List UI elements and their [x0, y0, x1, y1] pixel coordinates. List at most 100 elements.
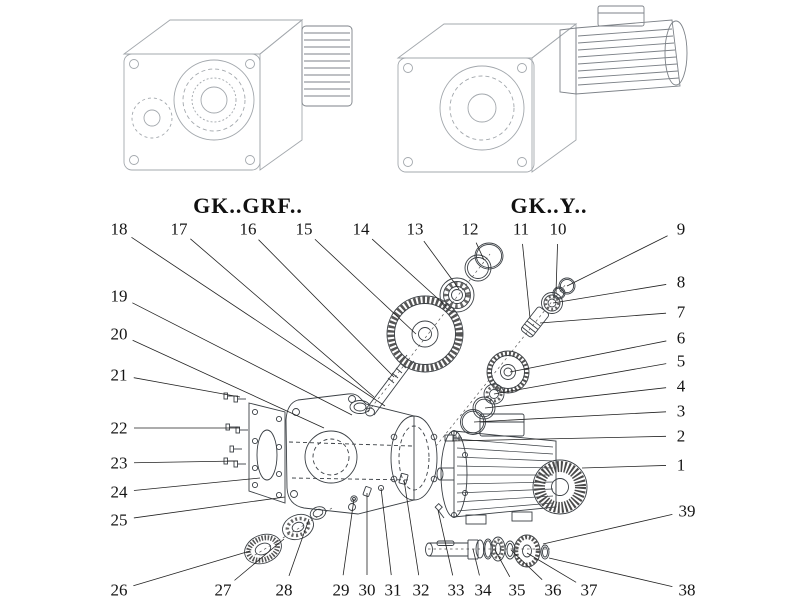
- vent-bolt: [444, 434, 462, 442]
- leader-line-36: [510, 549, 543, 580]
- housing-side-face: [531, 23, 577, 173]
- motor-drawing: [559, 5, 688, 95]
- part-callout-37: 37: [580, 580, 598, 600]
- small-fasteners: [350, 472, 445, 519]
- leader-line-11: [522, 243, 531, 319]
- part-callout-9: 9: [676, 219, 686, 239]
- part-callout-31: 31: [384, 580, 402, 600]
- part-callout-13: 13: [406, 219, 424, 239]
- leader-line-32: [403, 479, 420, 576]
- leader-line-23: [133, 460, 239, 464]
- front-bore-circles: [439, 65, 525, 151]
- part-callout-39: 39: [678, 501, 696, 521]
- part-callout-1: 1: [676, 455, 686, 475]
- part-callout-16: 16: [239, 219, 257, 239]
- flange-screws: [223, 392, 248, 468]
- housing-side-face: [259, 19, 303, 171]
- part-callout-5: 5: [676, 351, 686, 371]
- leader-line-9: [566, 235, 668, 287]
- gearbox-drawing-gk-y: [396, 5, 688, 173]
- motor-fins: [456, 438, 554, 512]
- large-gear: [386, 295, 464, 373]
- leader-line-18: [131, 236, 386, 407]
- part-callout-23: 23: [110, 453, 128, 473]
- part-callout-34: 34: [474, 580, 492, 600]
- part-callout-21: 21: [110, 365, 128, 385]
- gearbox-drawing-gk-grf: [122, 19, 353, 171]
- output-gear: [513, 534, 541, 568]
- leader-line-5: [493, 363, 667, 395]
- part-callout-20: 20: [110, 324, 128, 344]
- housing-top-face: [396, 23, 578, 59]
- oil-seal: [244, 533, 282, 565]
- leader-line-1: [581, 465, 667, 469]
- output-flange-face: [390, 415, 438, 501]
- output-spacer: [504, 540, 516, 560]
- electric-motor: [436, 413, 588, 525]
- part-callout-17: 17: [170, 219, 188, 239]
- leader-line-24: [133, 477, 261, 491]
- part-callout-36: 36: [544, 580, 562, 600]
- part-callout-33: 33: [447, 580, 465, 600]
- part-callout-15: 15: [295, 219, 313, 239]
- input-bearing: [541, 292, 563, 314]
- mounting-flange-plate: [248, 402, 286, 504]
- leader-line-3: [473, 411, 667, 423]
- leader-line-34: [472, 548, 480, 576]
- part-callout-24: 24: [110, 482, 128, 502]
- leader-line-17: [190, 238, 375, 398]
- gear-housing: [285, 393, 438, 515]
- front-bore-circles: [131, 59, 255, 141]
- leader-line-8: [552, 284, 667, 304]
- part-callout-25: 25: [110, 510, 128, 530]
- leader-line-14: [371, 238, 447, 307]
- part-callout-28: 28: [275, 580, 293, 600]
- part-callout-35: 35: [508, 580, 526, 600]
- part-callout-18: 18: [110, 219, 128, 239]
- exploded-view: [223, 242, 588, 568]
- part-callout-7: 7: [676, 302, 686, 322]
- part-callout-29: 29: [332, 580, 350, 600]
- terminal-box: [597, 5, 645, 27]
- leader-line-2: [451, 435, 667, 442]
- part-callout-10: 10: [549, 219, 567, 239]
- gear-shaft: [365, 354, 415, 417]
- flange-bolt: [434, 502, 445, 519]
- motor-fan-cover: [532, 459, 588, 515]
- motor-terminal-box: [479, 413, 525, 437]
- assembly-axis-lines: [249, 253, 567, 559]
- leader-line-38: [548, 557, 673, 588]
- part-callout-22: 22: [110, 418, 128, 438]
- leader-line-39: [542, 513, 673, 545]
- leader-line-7: [539, 312, 667, 324]
- leader-line-35: [494, 549, 511, 578]
- part-callout-30: 30: [358, 580, 376, 600]
- model-label-gk-y: GK..Y..: [510, 193, 588, 218]
- part-callout-3: 3: [676, 401, 686, 421]
- leader-line-19: [132, 302, 353, 416]
- motor-foot: [511, 511, 533, 522]
- leader-line-10: [555, 243, 558, 294]
- model-label-gk-grf: GK..GRF..: [193, 193, 303, 218]
- leader-line-12: [475, 242, 485, 261]
- leader-line-20: [132, 339, 325, 429]
- output-shaft: [425, 539, 479, 560]
- lower-washer: [309, 506, 327, 520]
- part-callout-14: 14: [352, 219, 370, 239]
- leader-line-15: [314, 238, 417, 335]
- leader-line-4: [484, 387, 667, 409]
- leader-line-21: [133, 377, 241, 398]
- helical-gear: [486, 350, 530, 394]
- input-cover-fins: [301, 25, 353, 107]
- leader-line-33: [437, 509, 454, 576]
- lower-bearing: [282, 513, 314, 541]
- part-callout-6: 6: [676, 328, 686, 348]
- leader-line-16: [258, 239, 395, 378]
- leader-lines-layer: [131, 235, 673, 588]
- housing-front-face: [123, 53, 261, 171]
- part-callout-27: 27: [214, 580, 232, 600]
- part-callout-12: 12: [461, 219, 479, 239]
- leader-line-31: [380, 487, 392, 576]
